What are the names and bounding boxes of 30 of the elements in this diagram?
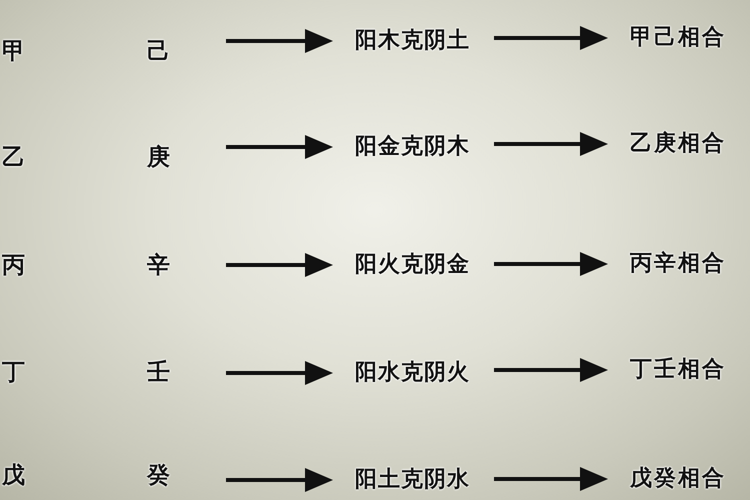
- arrow: [494, 467, 608, 491]
- combination-text: 戊癸相合: [630, 466, 726, 492]
- relation-text: 阳水克阴火: [355, 360, 470, 386]
- stem-character: 丙: [2, 253, 25, 279]
- relation-text: 阳土克阴水: [355, 468, 470, 492]
- arrow: [494, 26, 608, 50]
- combination-text: 丁壬相合: [630, 358, 726, 382]
- arrow: [226, 29, 333, 53]
- stem-character: 甲: [2, 39, 25, 65]
- arrow: [494, 132, 608, 156]
- combination-text: 乙庚相合: [630, 132, 726, 156]
- arrow: [226, 468, 333, 492]
- relation-text: 阳木克阴土: [355, 28, 470, 54]
- arrow: [226, 253, 333, 277]
- combination-text: 丙辛相合: [630, 252, 726, 276]
- combination-text: 甲己相合: [630, 26, 726, 50]
- stem-character: 戊: [2, 463, 25, 489]
- stem-character: 壬: [147, 360, 170, 386]
- stem-character: 丁: [2, 360, 25, 386]
- arrow: [494, 252, 608, 276]
- arrow: [226, 135, 333, 159]
- stem-character: 癸: [147, 463, 170, 489]
- stem-character: 辛: [147, 253, 170, 279]
- relation-text: 阳火克阴金: [355, 252, 470, 278]
- arrow: [494, 358, 608, 382]
- relation-text: 阳金克阴木: [355, 134, 470, 160]
- stem-character: 乙: [2, 145, 25, 171]
- stem-character: 己: [147, 39, 170, 65]
- arrow: [226, 361, 333, 385]
- stem-character: 庚: [147, 145, 170, 171]
